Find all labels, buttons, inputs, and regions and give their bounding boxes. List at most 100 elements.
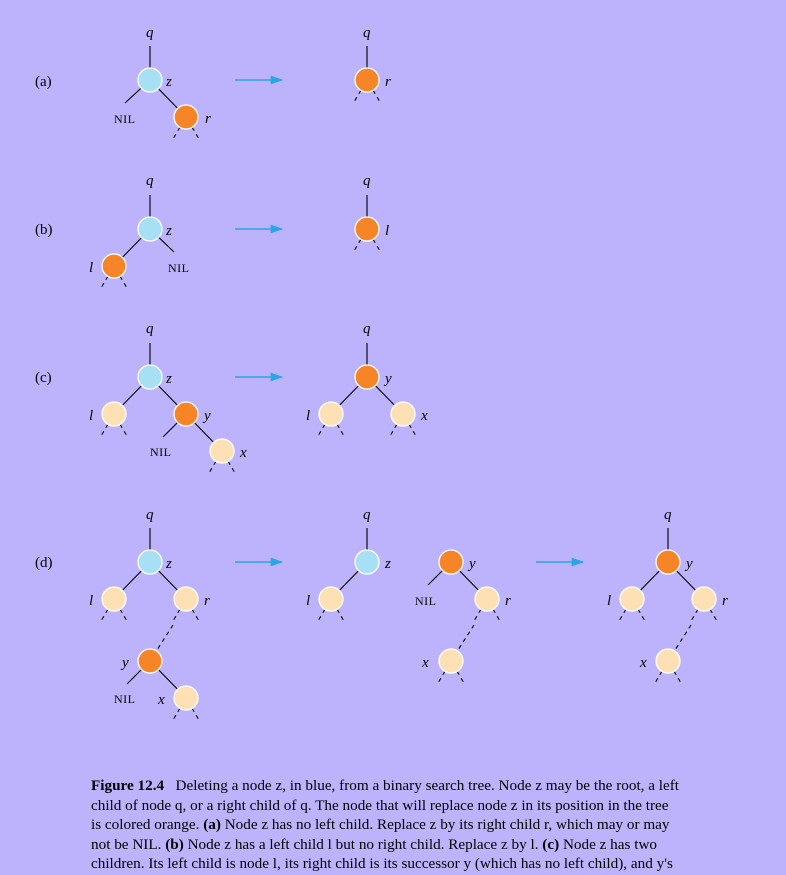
node-l	[101, 401, 127, 427]
edge-z-y	[157, 385, 179, 406]
node-l-right-subtree-stub	[336, 424, 345, 437]
node-l-left-subtree-stub	[317, 424, 326, 437]
node-label-r: r	[204, 593, 210, 609]
nil-label: NIL	[150, 445, 172, 459]
node-l	[101, 586, 127, 612]
node-x-right-subtree-stub	[673, 671, 682, 684]
figure-caption: Figure 12.4 Deleting a node z, in blue, …	[91, 776, 743, 874]
node-l-right-subtree-stub	[119, 424, 128, 437]
caption-b-text: Node z has a left child l but no right c…	[187, 835, 539, 853]
figure-label: Figure 12.4	[91, 777, 165, 794]
node-x-right-subtree-stub	[456, 671, 465, 684]
caption-line-1: Figure 12.4 Deleting a node z, in blue, …	[91, 776, 743, 796]
node-label-z: z	[165, 74, 172, 90]
node-x	[173, 685, 199, 711]
node-l-right-subtree-stub	[336, 609, 345, 622]
caption-text-3: is colored orange.	[91, 816, 200, 833]
panel-label-b: (b)	[35, 222, 53, 238]
node-z	[137, 67, 163, 93]
node-label-l: l	[607, 593, 611, 609]
node-label-q: q	[146, 507, 154, 523]
edge-y-nil	[162, 422, 178, 438]
node-r-left-subtree-stub	[353, 90, 362, 103]
node-x-left-subtree-stub	[389, 424, 398, 437]
node-r-right-subtree-stub	[709, 609, 718, 622]
node-x	[438, 648, 464, 674]
caption-text-1: Deleting a node z, in blue, from a binar…	[175, 777, 680, 794]
node-label-q: q	[146, 173, 154, 189]
edge-z-r	[157, 570, 179, 591]
node-y	[438, 549, 464, 575]
edge-y-l	[338, 385, 360, 406]
panel-label-d: (d)	[35, 555, 53, 571]
node-r	[691, 586, 717, 612]
node-x-left-subtree-stub	[172, 708, 181, 721]
panel-label-a: (a)	[35, 74, 52, 90]
caption-line-4: not be NIL. (b) Node z has a left child …	[91, 835, 743, 855]
node-label-r: r	[205, 111, 211, 127]
node-label-z: z	[384, 556, 391, 572]
node-r-right-subtree-stub	[492, 609, 501, 622]
node-l-left-subtree-stub	[100, 424, 109, 437]
edge-z-r	[157, 88, 179, 109]
node-label-r: r	[385, 74, 391, 90]
node-label-y: y	[684, 556, 693, 572]
node-r-right-subtree-stub	[372, 90, 381, 103]
node-label-l: l	[89, 593, 93, 609]
edge-y-nil	[427, 570, 443, 586]
node-label-y: y	[120, 655, 129, 671]
node-x	[655, 648, 681, 674]
node-l-left-subtree-stub	[317, 609, 326, 622]
node-l	[619, 586, 645, 612]
node-l	[101, 253, 127, 279]
node-l-right-subtree-stub	[637, 609, 646, 622]
node-r	[354, 67, 380, 93]
node-label-x: x	[420, 408, 428, 424]
transform-arrows	[235, 75, 585, 567]
node-l	[318, 586, 344, 612]
node-z	[137, 216, 163, 242]
node-x-left-subtree-stub	[208, 461, 217, 474]
nil-label: NIL	[114, 692, 136, 706]
node-label-q: q	[363, 507, 371, 523]
node-label-x: x	[157, 692, 165, 708]
node-l-left-subtree-stub	[618, 609, 627, 622]
node-x	[390, 401, 416, 427]
node-r-left-subtree-stub	[690, 609, 699, 622]
edge-y-x	[193, 422, 215, 443]
caption-line-3: is colored orange. (a) Node z has no lef…	[91, 815, 743, 835]
node-l-left-subtree-stub	[353, 239, 362, 252]
path-r-to-x	[673, 624, 692, 652]
node-label-q: q	[146, 25, 154, 41]
caption-line-5: children. Its left child is node l, its …	[91, 855, 673, 872]
node-label-q: q	[146, 321, 154, 337]
edge-y-x	[374, 385, 396, 406]
node-label-z: z	[165, 371, 172, 387]
node-r	[173, 104, 199, 130]
edge-z-nil	[158, 236, 175, 253]
node-label-l: l	[89, 260, 93, 276]
node-l-left-subtree-stub	[100, 276, 109, 289]
node-z	[137, 549, 163, 575]
edge-z-l	[121, 237, 143, 258]
path-r-to-x	[456, 624, 475, 652]
tree-edges	[100, 46, 718, 721]
edge-z-l	[121, 385, 143, 406]
node-label-z: z	[165, 223, 172, 239]
edge-y-r	[458, 570, 480, 591]
nil-label: NIL	[168, 261, 190, 275]
node-r-left-subtree-stub	[473, 609, 482, 622]
path-r-to-y	[155, 624, 174, 652]
node-x-right-subtree-stub	[191, 708, 200, 721]
caption-text-4: not be NIL.	[91, 835, 162, 853]
node-x-left-subtree-stub	[437, 671, 446, 684]
node-label-z: z	[165, 556, 172, 572]
node-label-y: y	[202, 408, 211, 424]
node-label-q: q	[664, 507, 672, 523]
panel-label-c: (c)	[35, 370, 52, 386]
node-label-r: r	[722, 593, 728, 609]
node-label-l: l	[306, 593, 310, 609]
node-y	[137, 648, 163, 674]
node-label-x: x	[239, 445, 247, 461]
